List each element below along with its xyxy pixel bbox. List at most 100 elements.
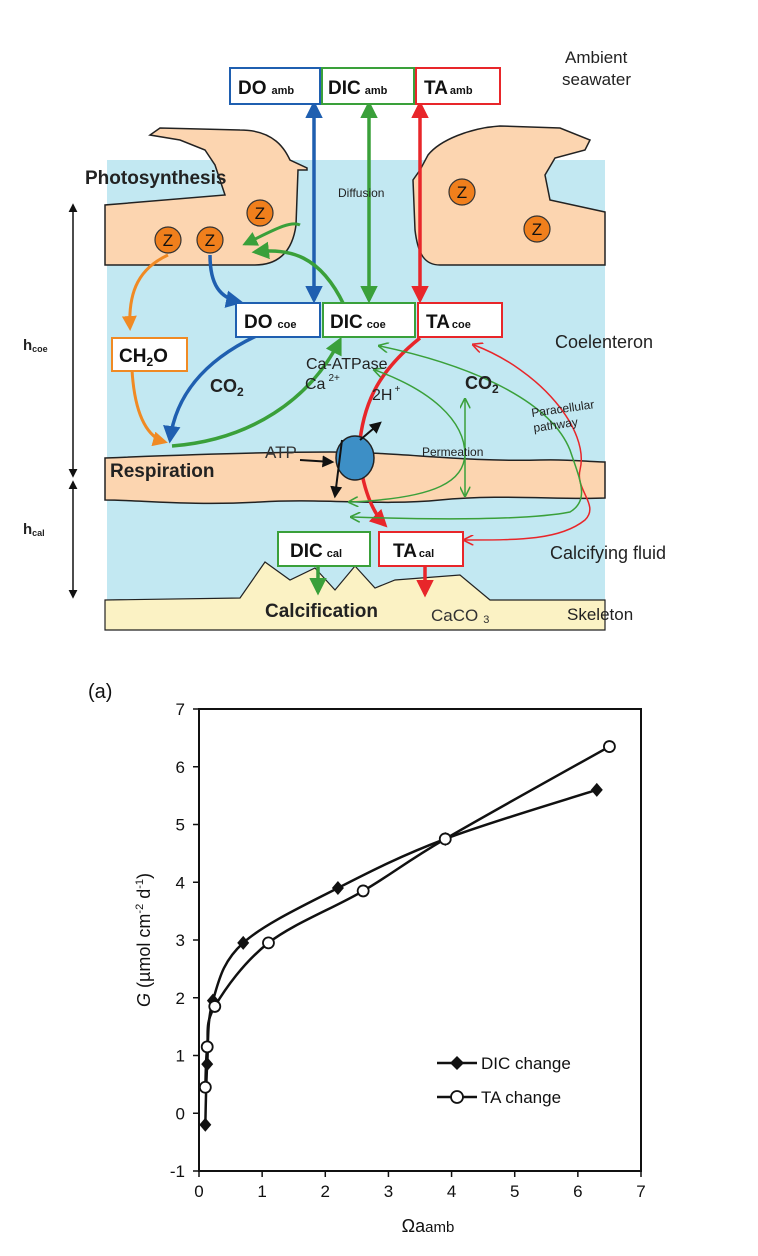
x-tick-label: 3 [384, 1182, 393, 1201]
skeleton-label: Skeleton [567, 605, 633, 624]
o2-production-arrow [208, 254, 244, 308]
o2-consumption-arrow [163, 330, 266, 444]
y-axis-title: G (µmol cm-2 d-1) [134, 873, 154, 1007]
zooxanthella-3-label: Z [255, 204, 265, 223]
data-point-dic [590, 782, 603, 797]
ch2o-production-arrow [121, 253, 169, 331]
co2-release-arrow [171, 336, 342, 448]
coelenteron-label: Coelenteron [555, 332, 653, 352]
data-point-ta [356, 884, 370, 898]
coral-diagram: Z Z Z Z Z [23, 48, 666, 631]
legend-marker-dic [450, 1056, 464, 1070]
zooxanthella-2 [196, 226, 224, 254]
x-axis-title: Ωaamb [402, 1216, 455, 1236]
data-point-dic [331, 881, 344, 896]
data-point-ta [198, 1080, 212, 1094]
ch2o-box [111, 337, 188, 372]
dic-coe-box [322, 302, 416, 338]
proton-out-arrow [359, 421, 382, 441]
paracellular-ta-arrow [465, 345, 591, 540]
x-axis-ticks: 0 1 2 3 4 5 6 7 [194, 1171, 646, 1201]
y-tick-label: 4 [176, 873, 185, 892]
paracellular-dic-arrow [352, 346, 583, 519]
data-point-dic [201, 1057, 214, 1072]
data-point-ta [200, 1040, 214, 1054]
proton-label: 2H+ [372, 384, 400, 404]
do-amb-box [229, 67, 321, 105]
calcification-label: Calcification [265, 601, 378, 622]
skeleton-layer [104, 561, 606, 631]
y-tick-label: 7 [176, 700, 185, 719]
zooxanthella-4-label: Z [457, 183, 467, 202]
series-markers [198, 740, 616, 1132]
series-line-ta [204, 745, 611, 1088]
legend-label-ta: TA change [481, 1088, 561, 1107]
do-coe-box [235, 302, 321, 338]
y-tick-label: 1 [176, 1047, 185, 1066]
ta-coe-box [417, 302, 503, 338]
data-point-ta [438, 832, 452, 846]
data-point-dic [237, 935, 250, 950]
panel-label: (a) [88, 681, 112, 703]
atp-label: ATP [265, 443, 297, 462]
chart-legend: DIC change TA change [437, 1054, 571, 1107]
zooxanthella-4 [448, 178, 476, 206]
ch2o-label: CH2O [119, 346, 168, 369]
ca-in-arrow [330, 439, 343, 499]
calcification-chart: (a) -1 0 1 2 3 4 5 6 7 0 1 2 3 4 5 6 7 G (µmol cm-2 d-1… [88, 681, 646, 1236]
dic-cal-box [277, 531, 371, 567]
zooxanthella-2-label: Z [205, 231, 215, 250]
ca-atpase-label: Ca-ATPase [306, 356, 388, 373]
co2-left-label: CO2 [210, 376, 244, 399]
data-point-ta [603, 740, 616, 753]
ca-atpase-pump [335, 435, 375, 481]
photosynthesis-label: Photosynthesis [85, 168, 226, 189]
data-point-ta [262, 936, 275, 950]
zooxanthella-5 [523, 215, 551, 243]
h-cal-label: hcal [23, 521, 45, 538]
zooxanthella-5-label: Z [532, 220, 542, 239]
co2-right-label: CO2 [465, 373, 499, 396]
h-coe-label: hcoe [23, 337, 48, 354]
x-tick-label: 6 [573, 1182, 582, 1201]
legend-label-dic: DIC change [481, 1054, 571, 1073]
x-tick-label: 0 [194, 1182, 203, 1201]
x-tick-label: 5 [510, 1182, 519, 1201]
pathway-label: pathway [532, 415, 578, 435]
ch2o-respiration-arrow [130, 369, 168, 447]
calcifying-fluid-label: Calcifying fluid [550, 543, 666, 563]
x-tick-label: 4 [447, 1182, 456, 1201]
y-tick-label: -1 [170, 1162, 185, 1181]
oral-tissue [104, 127, 308, 266]
y-tick-label: 2 [176, 989, 185, 1008]
zooxanthella-1-label: Z [163, 231, 173, 250]
data-point-dic [199, 1117, 212, 1132]
respiration-label: Respiration [110, 461, 215, 482]
co2-to-zoox-arrow [242, 222, 301, 246]
zooxanthellae-group: Z Z Z Z Z [154, 178, 551, 254]
x-tick-label: 7 [636, 1182, 645, 1201]
ta-cal-box [378, 531, 464, 567]
dic-amb-box [321, 67, 415, 105]
ta-amb-box [415, 67, 501, 105]
permeation-label: Permeation [422, 445, 483, 459]
y-tick-label: 3 [176, 931, 185, 950]
y-tick-label: 0 [176, 1104, 185, 1123]
x-tick-label: 2 [321, 1182, 330, 1201]
legend-marker-ta [450, 1090, 464, 1104]
ambient-label: Ambient [565, 48, 628, 67]
x-tick-label: 1 [257, 1182, 266, 1201]
series-line-dic [204, 788, 598, 1125]
zooxanthella-1 [154, 226, 182, 254]
y-tick-label: 5 [176, 816, 185, 835]
diffusion-label: Diffusion [338, 186, 384, 200]
